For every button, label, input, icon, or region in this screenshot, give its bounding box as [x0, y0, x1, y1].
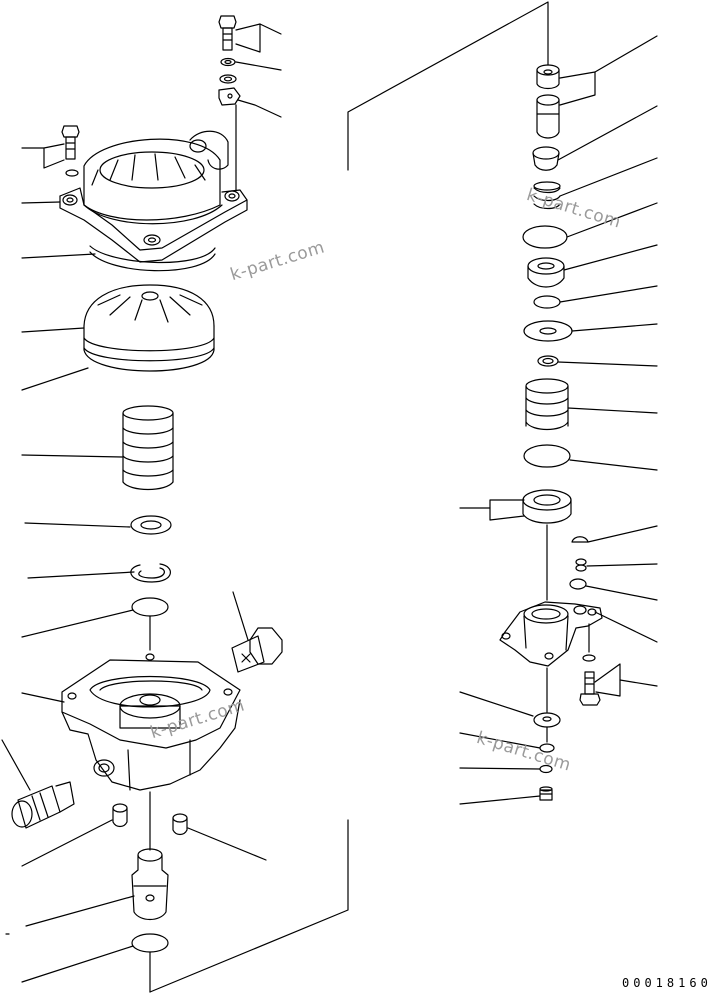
diaphragm: [83, 284, 215, 372]
upper-guide-line: [347, 1, 549, 171]
plug-left: [112, 803, 128, 828]
plug-right: [172, 813, 188, 836]
disc-seal: [522, 225, 568, 249]
bottom-o-ring: [131, 933, 169, 953]
lower-disc: [533, 712, 561, 728]
housing-bolt: [579, 671, 601, 706]
small-o-ring: [537, 355, 559, 367]
return-spring: [525, 378, 569, 431]
o-ring-disc: [131, 597, 169, 617]
center-guide-line: [149, 819, 349, 993]
valve-housing: [499, 601, 603, 667]
top-washer: [220, 57, 236, 67]
valve-cup: [532, 146, 560, 171]
lower-screw: [539, 786, 553, 801]
large-disc: [523, 444, 571, 468]
upper-cover: [59, 130, 248, 263]
flat-washer: [523, 320, 573, 342]
valve-seat: [527, 257, 565, 288]
main-spring: [122, 405, 174, 491]
tiny-spring: [575, 558, 587, 572]
side-plug: [231, 627, 283, 673]
hose-fitting: [11, 781, 75, 829]
valve-stem: [536, 94, 560, 139]
top-nut: [219, 74, 237, 84]
lower-valve: [131, 848, 169, 921]
small-spring: [533, 181, 561, 210]
small-cap: [571, 536, 589, 543]
diaphragm-gasket: [89, 245, 216, 272]
valve-cap-nut: [536, 64, 560, 90]
lock-plate: [218, 87, 241, 106]
snap-ring: [130, 563, 171, 583]
piston-ring: [522, 489, 572, 524]
drawing-code: 00018160: [622, 976, 712, 990]
tiny-disc: [569, 578, 587, 590]
valve-body: [61, 653, 241, 791]
housing-washer: [582, 654, 596, 662]
top-bolt: [218, 15, 237, 51]
spring-seat-washer: [130, 515, 172, 535]
bolt-bracket-box: [235, 23, 261, 53]
cover-bolt: [61, 125, 80, 160]
small-disc: [533, 295, 561, 309]
